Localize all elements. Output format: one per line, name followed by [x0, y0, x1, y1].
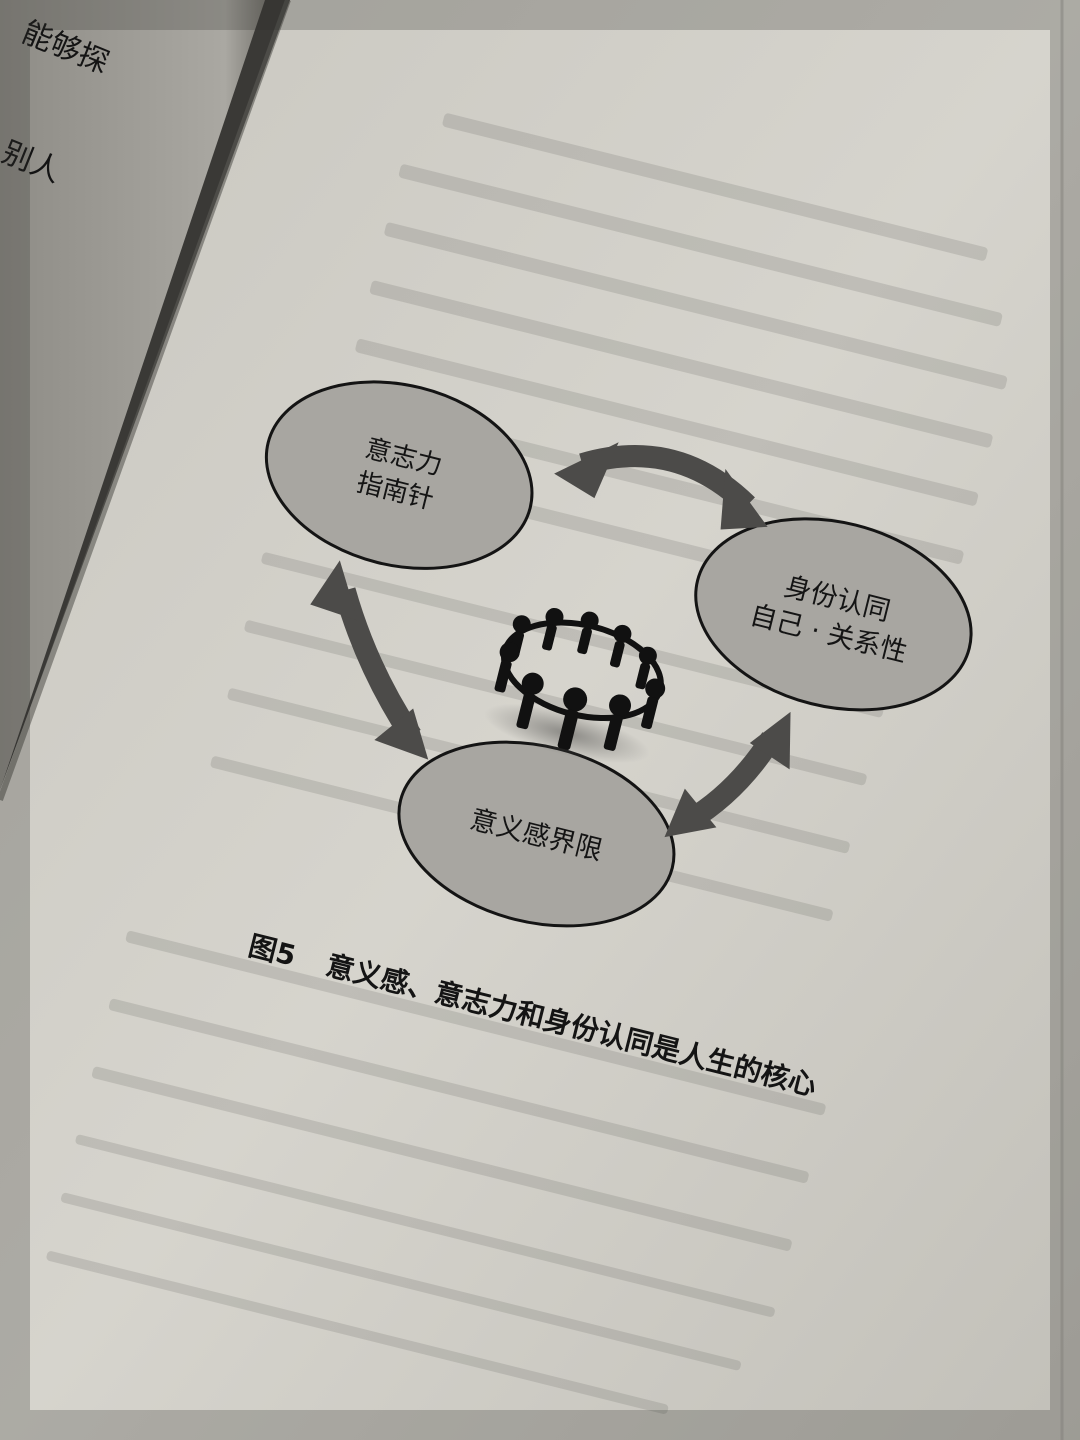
arrow-left [310, 560, 429, 760]
people-circle-illustration [484, 607, 666, 764]
left-page [0, 0, 265, 790]
arrow-right [664, 711, 791, 838]
arrow-top [554, 442, 768, 530]
gutter-shadow [0, 0, 291, 802]
ellipse-willpower [264, 380, 534, 570]
ellipse-identity [694, 517, 973, 712]
figure-5: 意志力 指南针 身份认同 自己 · 关系性 意义感界限 [264, 380, 973, 928]
